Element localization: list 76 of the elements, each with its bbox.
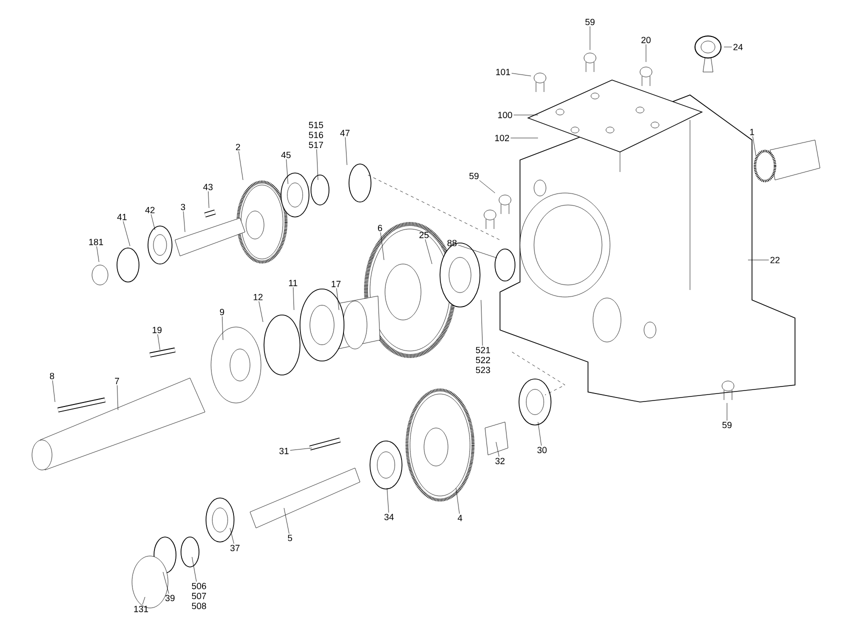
leader-line	[726, 402, 728, 421]
callout-number: 41	[117, 214, 127, 220]
leader-line	[316, 149, 318, 180]
callout-number: 11	[289, 280, 298, 286]
callout-number: 22	[770, 256, 780, 264]
leader-line	[284, 508, 290, 534]
callout-number: 32	[495, 458, 505, 464]
leader-line	[116, 385, 118, 410]
callout-number: 131	[134, 606, 148, 612]
leader-line	[425, 239, 432, 264]
leader-line	[122, 221, 130, 246]
callout-number: 47	[340, 130, 350, 136]
callout-number: 7	[114, 378, 120, 384]
callout-number: 34	[384, 514, 394, 520]
leader-line	[52, 380, 56, 402]
leader-line	[496, 442, 500, 457]
leader-line	[290, 448, 312, 451]
leader-line	[192, 556, 197, 582]
leader-line	[752, 136, 756, 156]
leader-line	[386, 488, 389, 513]
leader-line	[480, 300, 483, 346]
callout-number: 102	[495, 134, 510, 142]
leader-line	[230, 528, 234, 544]
callout-number: 101	[496, 68, 510, 76]
callout-number: 88	[447, 240, 457, 246]
callout-number: 30	[537, 446, 547, 454]
callout-number: 45	[281, 152, 291, 158]
leader-line	[183, 211, 186, 232]
leader-line	[511, 73, 532, 76]
leader-line	[380, 232, 384, 260]
callout-number: 2	[236, 144, 240, 150]
callout-number: 20	[641, 36, 651, 44]
callout-number: 59	[722, 422, 732, 428]
callout-number: 506 507 508	[192, 582, 206, 610]
callout-number: 59	[469, 172, 479, 180]
callout-number: 8	[50, 372, 54, 380]
leader-line	[286, 159, 288, 184]
leader-line	[724, 46, 732, 48]
callout-number: 181	[89, 238, 104, 246]
callout-number: 5	[288, 534, 292, 542]
leader-line	[142, 596, 146, 605]
callout-number: 515 516 517	[308, 122, 324, 148]
callout-number: 4	[458, 514, 462, 522]
leader-line	[150, 214, 156, 230]
leader-line	[208, 191, 210, 208]
leader-line	[258, 301, 264, 322]
callout-number: 3	[180, 204, 186, 210]
callout-number: 31	[279, 448, 289, 454]
leader-line	[538, 422, 542, 446]
leader-line	[345, 137, 348, 166]
callout-number: 19	[152, 326, 162, 334]
leader-line	[479, 180, 496, 194]
leader-line	[458, 244, 498, 258]
callout-number: 9	[220, 308, 224, 316]
leader-line	[292, 287, 294, 310]
callout-number: 6	[378, 224, 382, 232]
leader-line	[513, 114, 538, 116]
callout-number: 24	[733, 44, 743, 50]
leader-line	[336, 288, 340, 310]
leader-line	[157, 334, 160, 350]
leader-line	[456, 488, 460, 514]
leader-line	[238, 151, 244, 180]
callout-number: 43	[203, 184, 213, 190]
callout-number: 1	[750, 128, 754, 136]
callout-number: 100	[498, 112, 512, 118]
callout-number: 12	[254, 294, 263, 300]
leader-line	[96, 246, 100, 262]
callout-number: 521 522 523	[476, 346, 490, 374]
callout-number: 25	[419, 232, 429, 238]
callout-number: 37	[230, 544, 240, 552]
callout-number: 17	[332, 280, 341, 288]
leader-line	[162, 572, 170, 594]
leader-line	[222, 316, 224, 340]
callout-number: 39	[165, 594, 175, 602]
callout-number: 42	[145, 206, 155, 214]
callout-number: 59	[585, 18, 595, 26]
